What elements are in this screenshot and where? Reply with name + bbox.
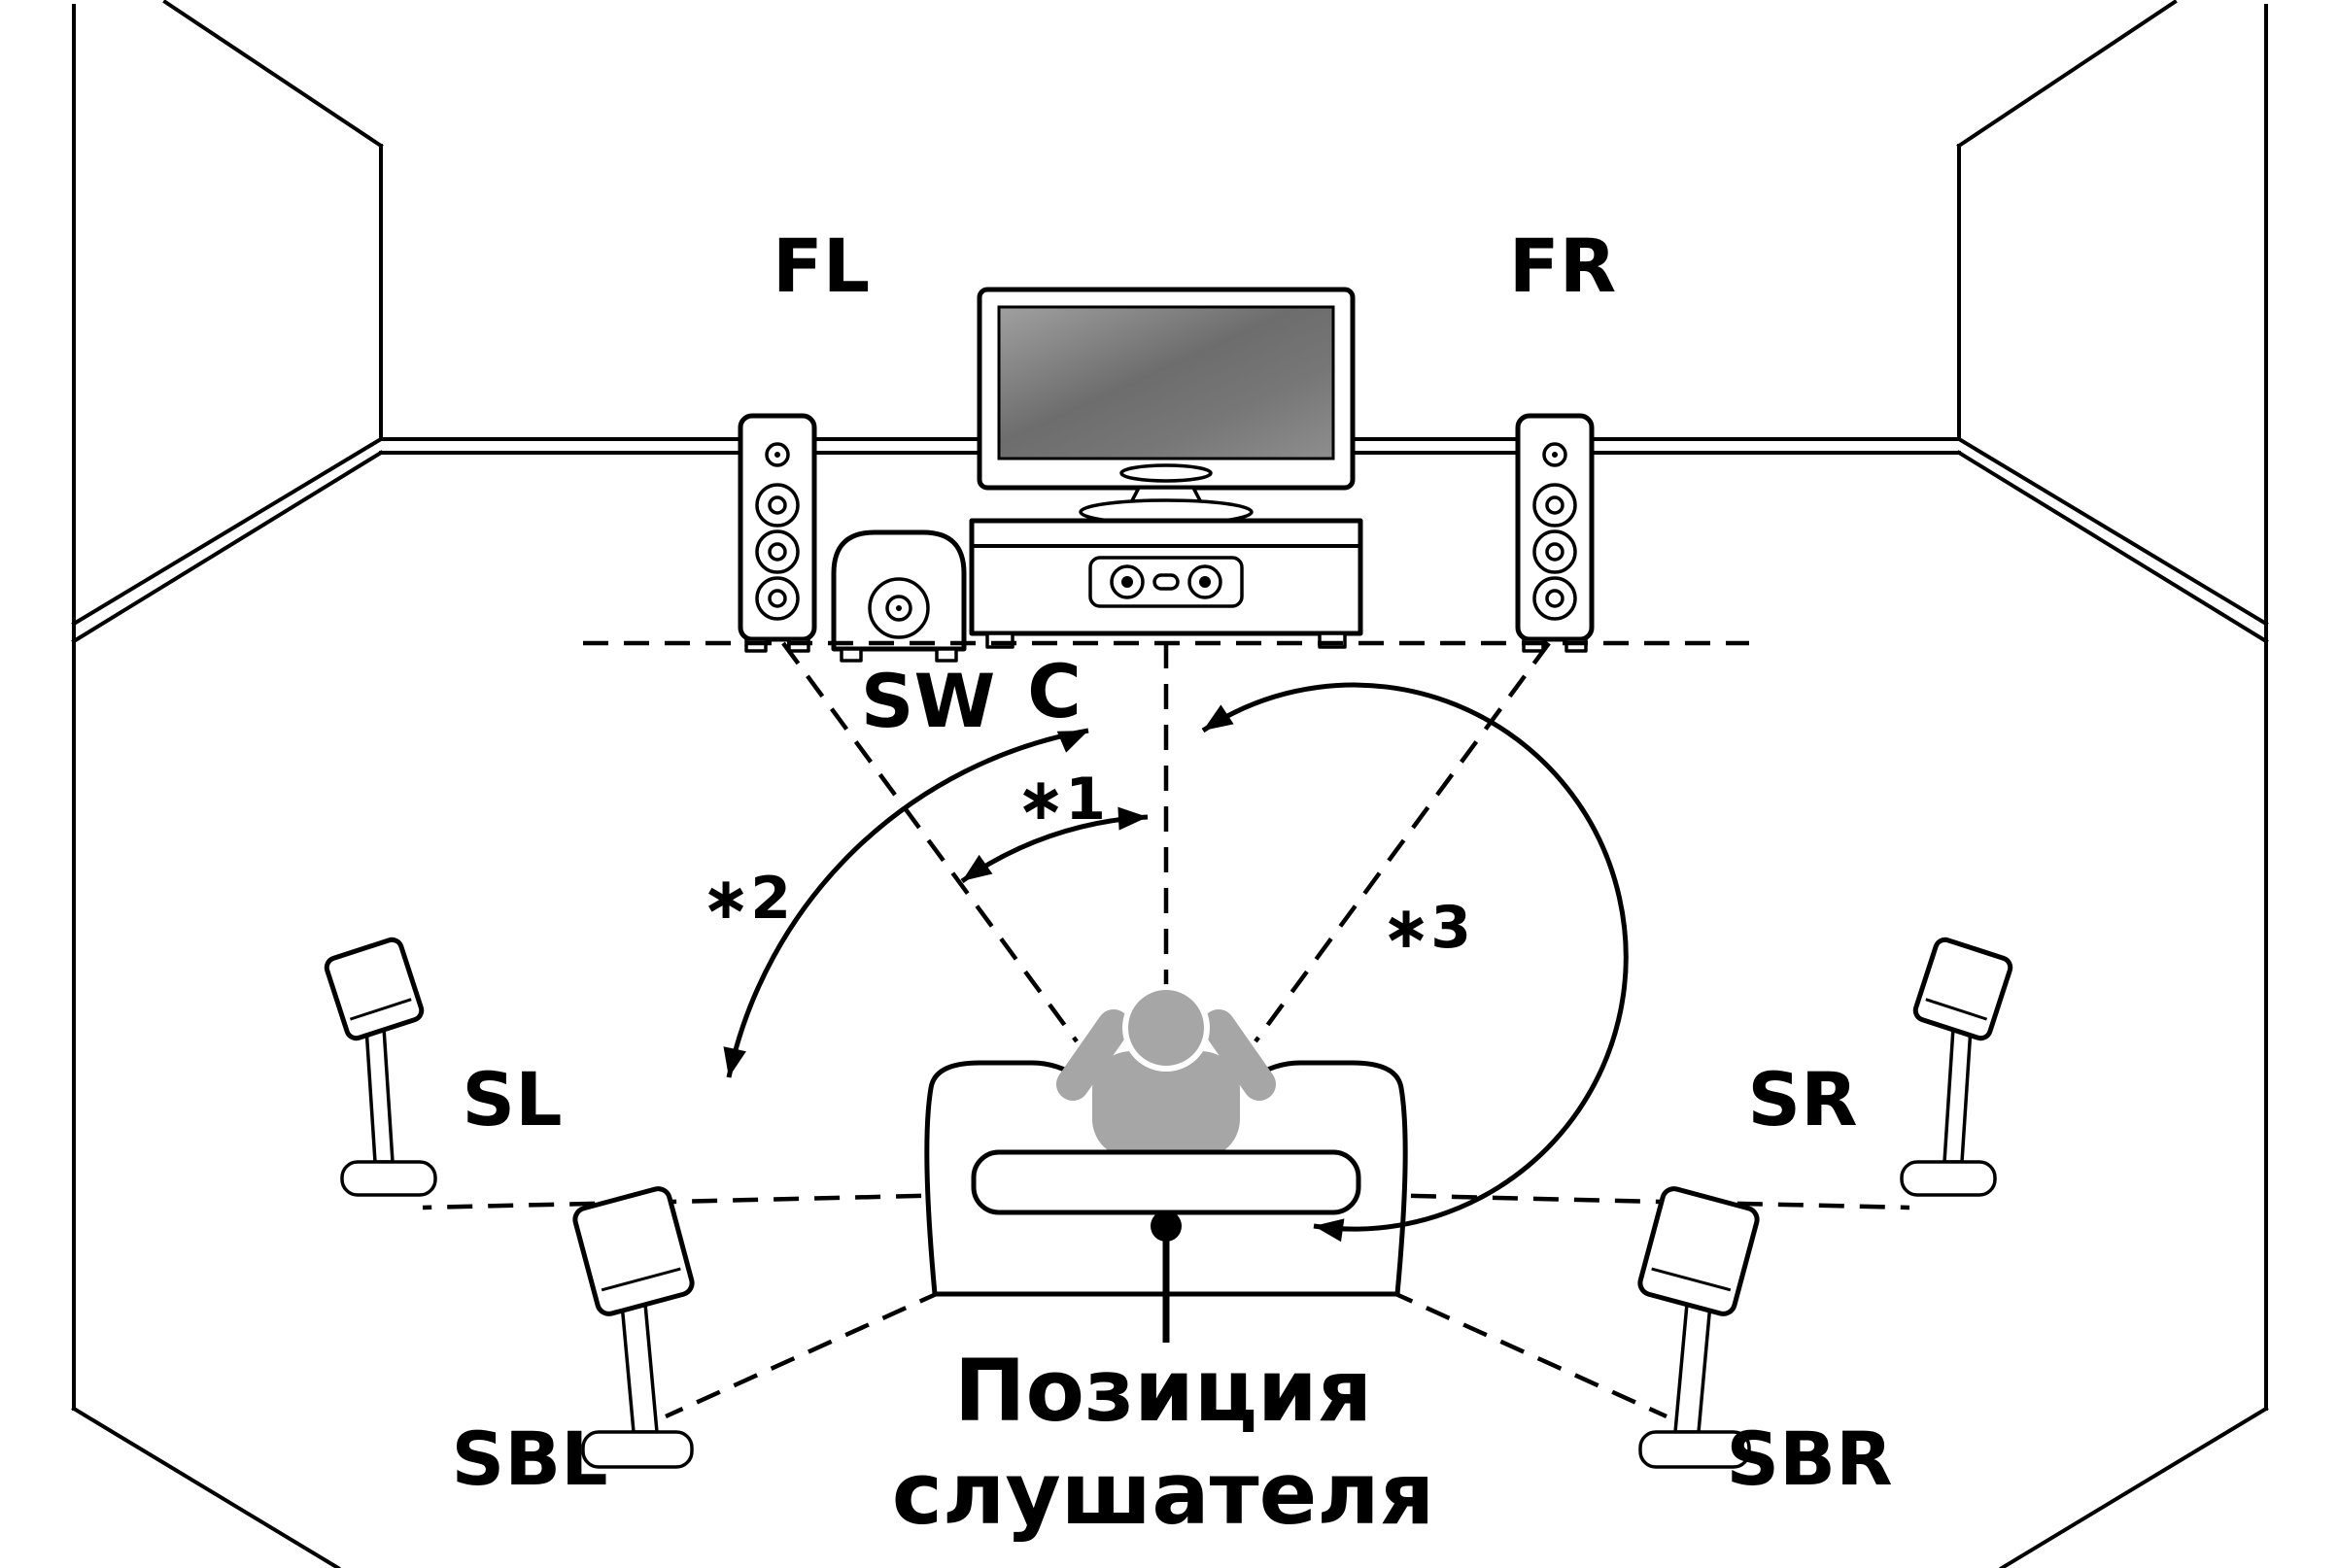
sbl-stand-pole	[620, 1302, 659, 1434]
fl-woofer-3-cap	[768, 589, 787, 608]
person-arm-left	[1056, 1009, 1130, 1101]
fr-woofer-2-cap	[1545, 542, 1564, 562]
tv	[977, 287, 1356, 526]
tv-stand-mount	[1119, 463, 1213, 483]
fl-dashed-line	[781, 641, 1079, 1043]
label-angle-2: ∗2	[702, 865, 791, 933]
sl-baffle-line	[349, 998, 412, 1021]
front-right-speaker	[1515, 413, 1595, 653]
label-surround-right: SR	[1747, 1056, 1857, 1142]
fr-woofer-3-cap	[1545, 589, 1564, 608]
sbl-baffle-line	[601, 1267, 681, 1292]
label-surround-left: SL	[462, 1056, 562, 1142]
center-speaker	[1088, 556, 1244, 608]
listener-position-marker	[1151, 1210, 1182, 1343]
sr-speaker-head	[1912, 937, 2013, 1041]
person-torso	[1092, 1051, 1240, 1158]
angle2-arrow-bottom	[723, 1046, 746, 1077]
subwoofer-driver-dot	[896, 605, 902, 611]
sl-stand-base	[340, 1160, 437, 1197]
surround-back-right-speaker	[1637, 1186, 1760, 1469]
sbl-stand-base	[581, 1430, 694, 1469]
fr-dashed-line	[1254, 641, 1551, 1043]
person-head	[1122, 984, 1210, 1072]
angle3-arc	[1201, 682, 1629, 1232]
sl-speaker-head	[324, 937, 425, 1041]
label-angle-1: ∗1	[1016, 766, 1106, 834]
sbr-stand-base	[1638, 1430, 1751, 1469]
person-arm-right	[1202, 1009, 1276, 1101]
fr-tweeter-dot	[1552, 452, 1558, 458]
subwoofer-foot-right	[935, 647, 958, 663]
angle1-arrow-left	[962, 854, 993, 881]
angle2-arrow-top	[1056, 731, 1088, 753]
fl-tweeter-dot	[774, 452, 780, 458]
angle3-arrow-top	[1203, 704, 1234, 731]
sbr-speaker-head	[1637, 1186, 1760, 1316]
surround-right-speaker	[1900, 937, 2013, 1197]
center-speaker-port	[1152, 573, 1180, 591]
subwoofer	[831, 529, 967, 663]
subwoofer-foot-left	[840, 647, 863, 663]
tv-cabinet	[969, 518, 1363, 649]
center-driver-dot-left	[1121, 576, 1133, 588]
sr-stand-base	[1900, 1160, 1997, 1197]
label-surround-back-left: SBL	[451, 1415, 607, 1502]
angle3-arrow-bottom	[1314, 1218, 1345, 1243]
fr-tower-body	[1515, 413, 1595, 642]
label-listener-position-line1: Позиция	[954, 1341, 1372, 1441]
listener-person	[1056, 984, 1276, 1158]
fr-woofer-1-cap	[1545, 495, 1564, 515]
sbr-baffle-line	[1651, 1267, 1732, 1292]
angle1-arrow-right	[1117, 806, 1148, 831]
front-left-speaker	[738, 413, 817, 653]
surround-left-speaker	[324, 937, 437, 1197]
sr-baffle-line	[1925, 998, 1988, 1021]
listener-position-dot	[1151, 1210, 1182, 1242]
sofa	[924, 984, 1408, 1297]
label-center: C	[1027, 648, 1082, 734]
label-listener-position-line2: слушателя	[892, 1444, 1434, 1544]
fl-woofer-1-cap	[768, 495, 787, 515]
label-subwoofer: SW	[861, 658, 996, 744]
labels: FL FR SW C ∗1 ∗2 ∗3 SL SR SBL SBR Позици…	[451, 222, 1892, 1544]
fl-tower-body	[738, 413, 817, 642]
angle2-arc	[726, 728, 1089, 1078]
room-outline	[71, 0, 2269, 1568]
sbr-stand-pole	[1673, 1302, 1712, 1434]
label-surround-back-right: SBR	[1726, 1415, 1892, 1502]
label-angle-3: ∗3	[1382, 894, 1471, 962]
label-front-left: FL	[773, 222, 870, 309]
sbl-speaker-head	[572, 1186, 695, 1316]
sl-stand-pole	[364, 1026, 395, 1164]
tv-screen	[997, 305, 1335, 460]
surround-back-left-speaker	[572, 1186, 695, 1469]
dashed-reference-lines	[422, 640, 1910, 1419]
sofa-backrest-cushion	[971, 1149, 1361, 1215]
center-driver-dot-right	[1199, 576, 1211, 588]
sr-stand-pole	[1943, 1026, 1973, 1164]
label-front-right: FR	[1509, 222, 1616, 309]
fl-woofer-2-cap	[768, 542, 787, 562]
angle-arcs	[723, 682, 1629, 1243]
